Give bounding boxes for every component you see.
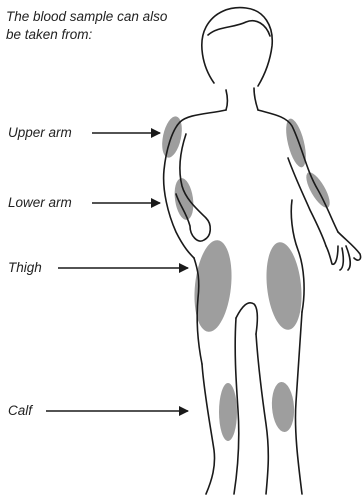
leader-arrows	[46, 133, 188, 411]
hair-outline	[208, 21, 270, 36]
sampling-sites	[159, 115, 334, 441]
site-lower-arm-left	[172, 177, 196, 221]
head-outline	[202, 8, 272, 86]
hand-outline	[326, 232, 361, 270]
neck-outline	[226, 88, 258, 110]
right-leg-outline	[256, 334, 268, 494]
body-outline	[164, 8, 361, 494]
site-calf-right	[270, 381, 295, 432]
site-calf-left	[219, 383, 237, 441]
left-leg-outline	[202, 364, 215, 494]
torso-outline	[164, 110, 226, 258]
